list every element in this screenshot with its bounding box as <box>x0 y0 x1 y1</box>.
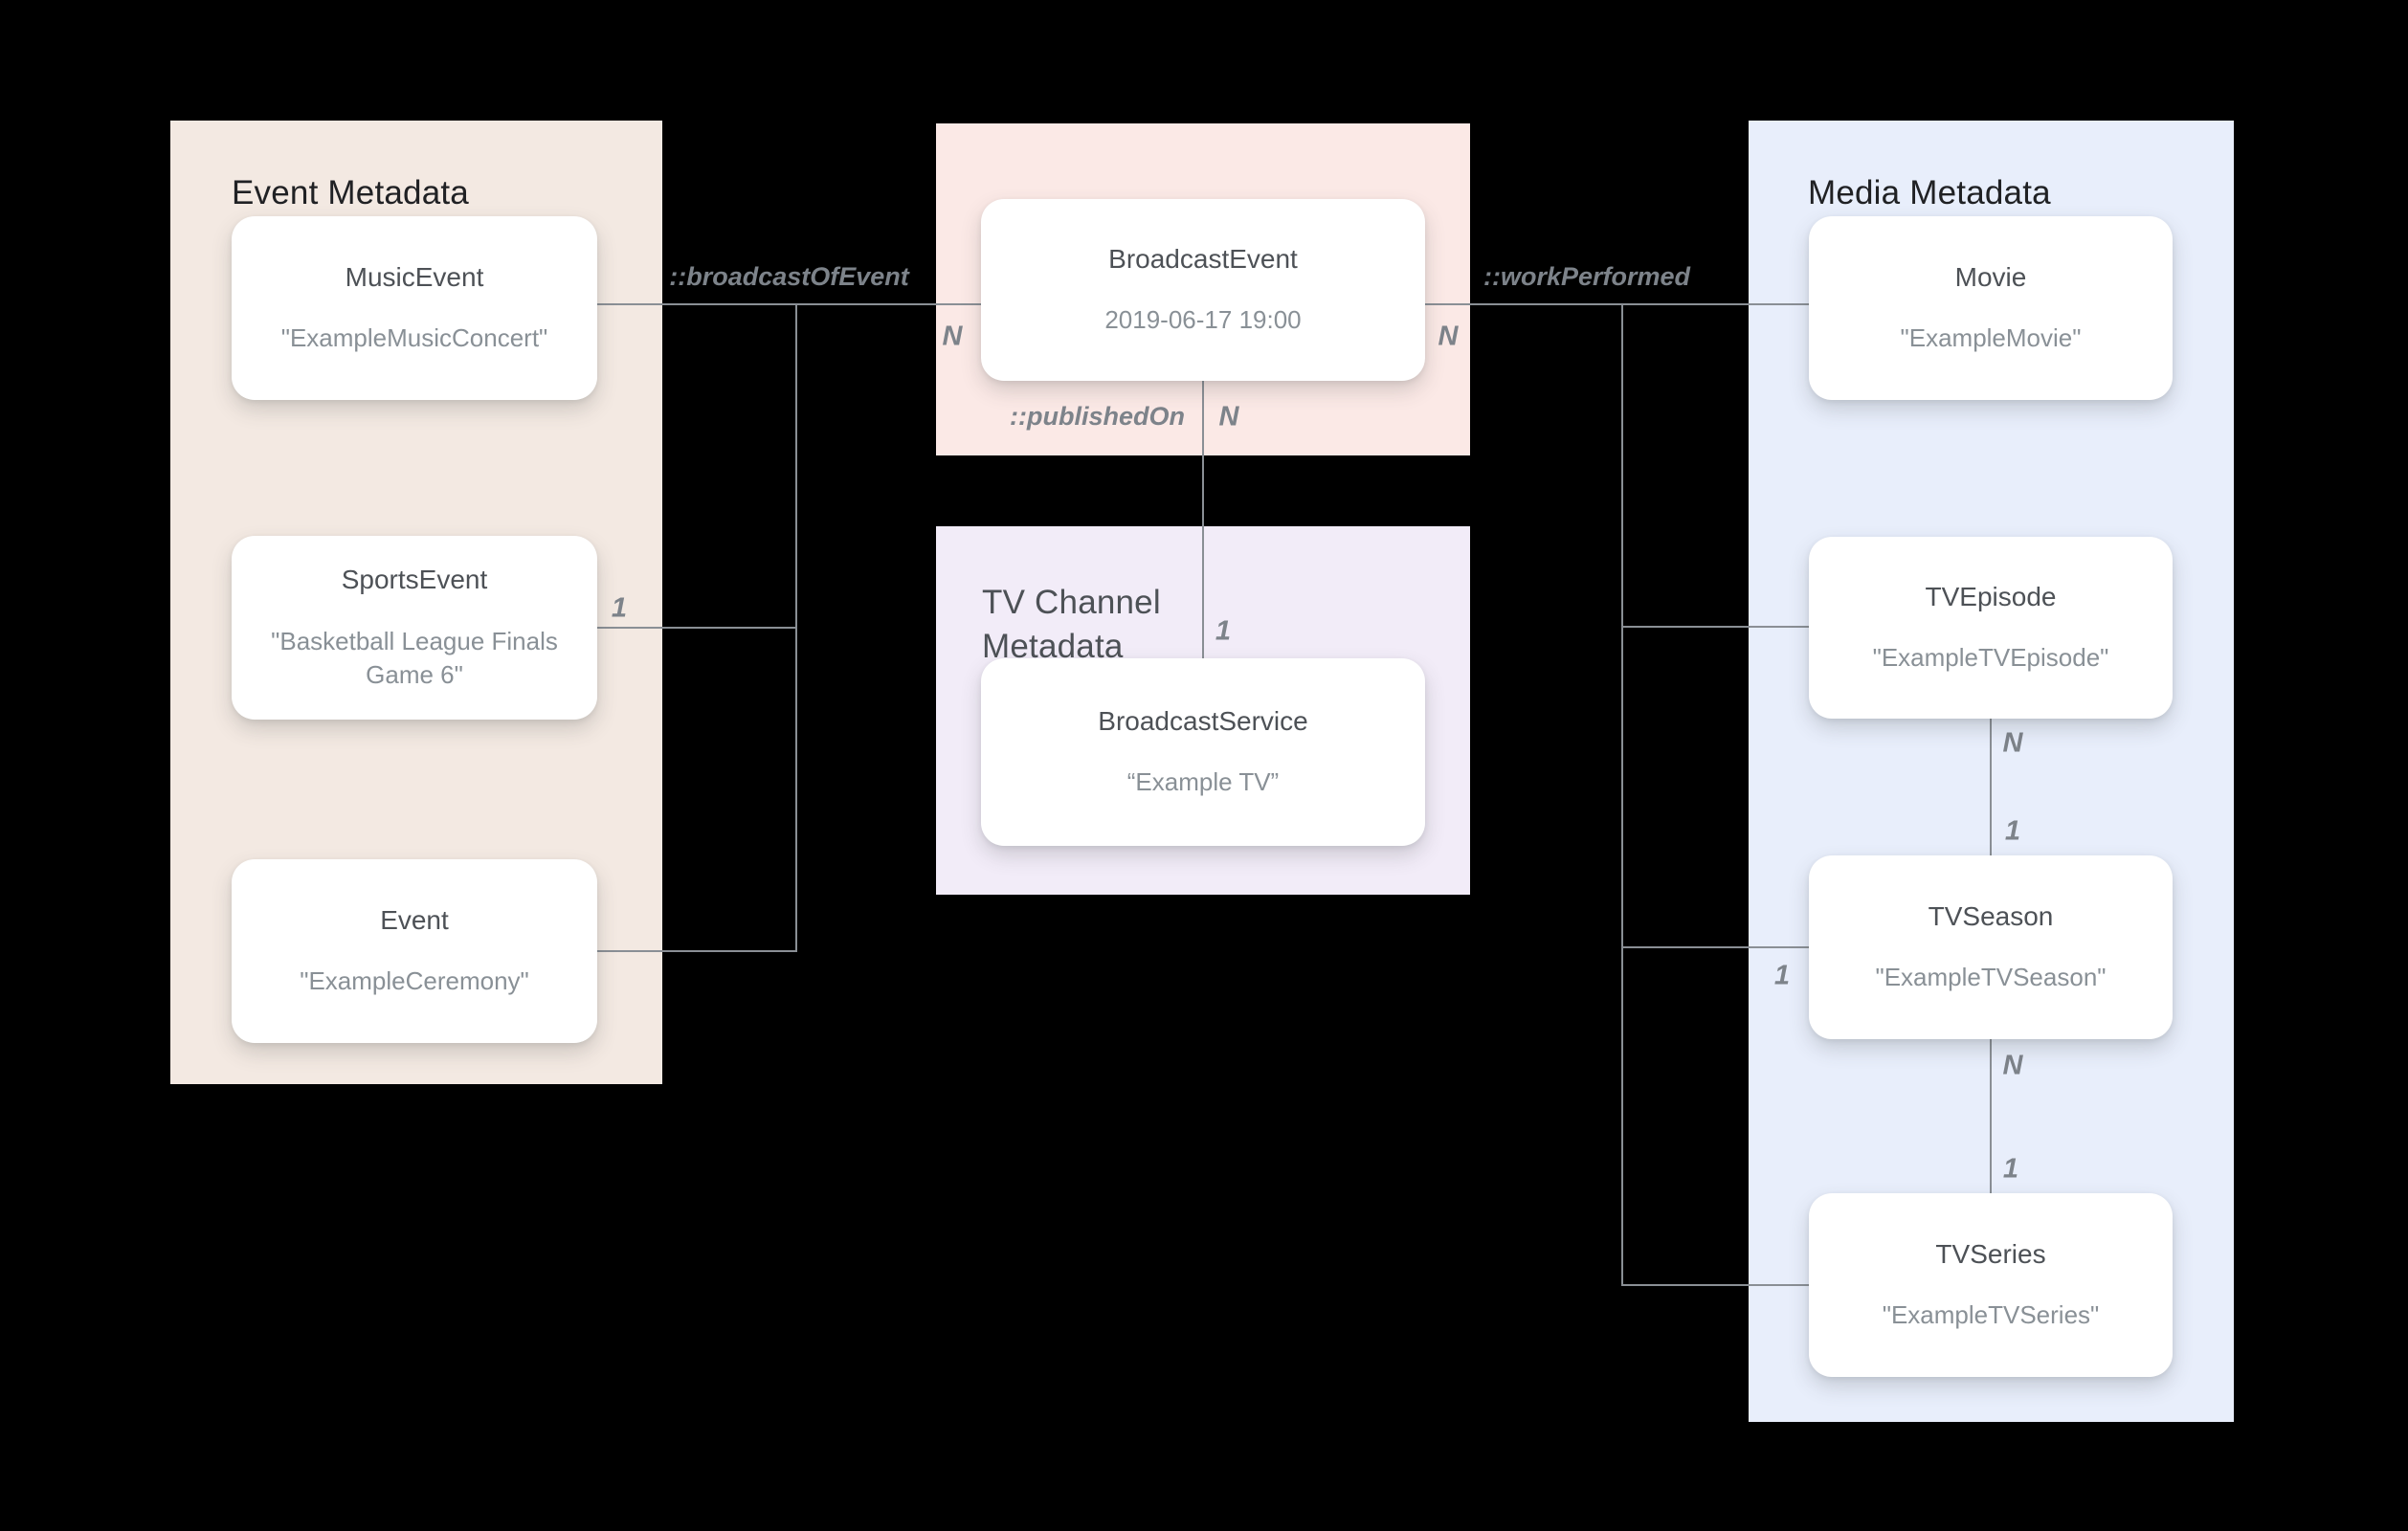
node-broadcast-service-value: “Example TV” <box>1126 767 1280 797</box>
cardinality-episode-season-n: N <box>2002 727 2023 759</box>
node-music-event-type: MusicEvent <box>345 261 484 292</box>
node-tv-season: TVSeason "ExampleTVSeason" <box>1809 855 2173 1039</box>
node-broadcast-event: BroadcastEvent 2019-06-17 19:00 <box>981 199 1425 381</box>
node-tv-episode: TVEpisode "ExampleTVEpisode" <box>1809 537 2173 719</box>
node-music-event: MusicEvent "ExampleMusicConcert" <box>232 216 597 400</box>
line-tv-season-stub <box>1621 946 1809 948</box>
line-episode-season <box>1990 719 1992 855</box>
node-tv-season-value: "ExampleTVSeason" <box>1875 963 2107 992</box>
node-sports-event-value: "Basketball League Finals Game 6" <box>271 626 558 689</box>
node-tv-episode-type: TVEpisode <box>1925 581 2057 611</box>
cardinality-season-stub-1: 1 <box>1773 960 1791 991</box>
node-broadcast-service: BroadcastService “Example TV” <box>981 658 1425 846</box>
node-movie-type: Movie <box>1954 261 2027 292</box>
node-tv-series-type: TVSeries <box>1935 1238 2046 1269</box>
tv-channel-metadata-title: TV Channel Metadata <box>982 584 1161 666</box>
cardinality-season-series-n: N <box>2002 1050 2023 1081</box>
node-broadcast-event-type: BroadcastEvent <box>1108 243 1298 274</box>
line-tv-series-stub <box>1621 1284 1809 1286</box>
relation-label-broadcast-of-event: ::broadcastOfEvent <box>669 262 909 291</box>
node-broadcast-service-type: BroadcastService <box>1098 705 1308 736</box>
node-tv-series: TVSeries "ExampleTVSeries" <box>1809 1193 2173 1377</box>
cardinality-work-right-n: N <box>1438 321 1459 352</box>
node-movie-value: "ExampleMovie" <box>1900 323 2082 353</box>
line-work-performed <box>1425 303 1809 305</box>
line-tv-episode-stub <box>1621 626 1809 628</box>
line-broadcast-of-event <box>597 303 981 305</box>
node-music-event-value: "ExampleMusicConcert" <box>280 323 548 353</box>
node-broadcast-event-value: 2019-06-17 19:00 <box>1104 305 1302 335</box>
cardinality-published-on-n: N <box>1218 401 1239 433</box>
node-event-type: Event <box>380 904 449 935</box>
cardinality-sports-1: 1 <box>611 592 628 624</box>
line-right-trunk <box>1621 303 1623 1286</box>
node-tv-episode-value: "ExampleTVEpisode" <box>1872 643 2109 673</box>
node-tv-season-type: TVSeason <box>1928 900 2054 931</box>
node-event: Event "ExampleCeremony" <box>232 859 597 1043</box>
cardinality-season-series-1: 1 <box>2002 1153 2019 1185</box>
line-event-stub <box>597 950 797 952</box>
node-movie: Movie "ExampleMovie" <box>1809 216 2173 400</box>
node-sports-event: SportsEvent "Basketball League Finals Ga… <box>232 536 597 720</box>
cardinality-published-on-1: 1 <box>1215 615 1232 647</box>
cardinality-episode-season-1: 1 <box>2004 815 2021 847</box>
media-metadata-title: Media Metadata <box>1808 174 2051 212</box>
node-tv-series-value: "ExampleTVSeries" <box>1882 1300 2100 1330</box>
node-sports-event-type: SportsEvent <box>341 565 488 595</box>
line-season-series <box>1990 1039 1992 1193</box>
relation-label-published-on: ::publishedOn <box>1010 402 1185 431</box>
line-published-on <box>1202 381 1204 658</box>
event-metadata-title: Event Metadata <box>232 174 469 212</box>
node-event-value: "ExampleCeremony" <box>300 966 529 996</box>
line-sports-event-stub <box>597 627 797 629</box>
relation-label-work-performed: ::workPerformed <box>1483 262 1691 291</box>
cardinality-broadcast-left-n: N <box>942 321 963 352</box>
